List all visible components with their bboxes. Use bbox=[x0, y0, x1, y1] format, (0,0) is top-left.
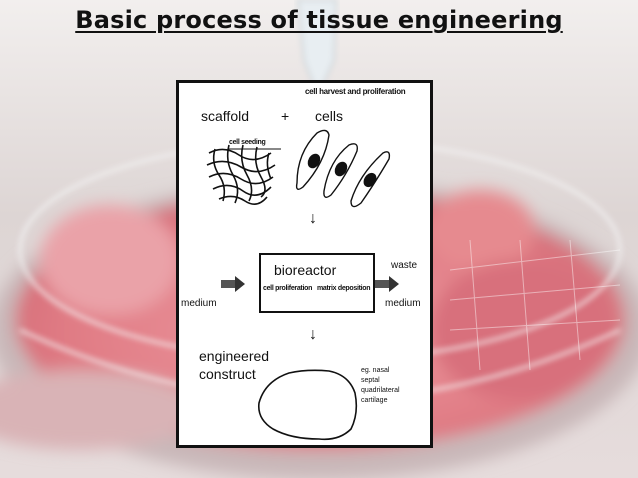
note-line-3: quadrilateral bbox=[361, 387, 400, 394]
down-arrow-1: ↓ bbox=[309, 210, 317, 227]
down-arrow-2: ↓ bbox=[309, 326, 317, 343]
medium-in-label: medium bbox=[181, 298, 217, 309]
plus-sign: + bbox=[281, 108, 290, 124]
note-line-4: cartilage bbox=[361, 397, 388, 404]
bioreactor-label: bioreactor bbox=[274, 262, 337, 278]
medium-in-arrow-icon bbox=[221, 276, 245, 292]
waste-out-arrow-icon bbox=[375, 276, 399, 292]
tissue-engineering-diagram: cell harvest and proliferation scaffold … bbox=[176, 80, 433, 448]
cell-harvest-label: cell harvest and proliferation bbox=[305, 87, 406, 96]
construct-label: construct bbox=[199, 366, 256, 382]
cell-proliferation-label: cell proliferation bbox=[263, 285, 313, 292]
bioreactor-box: bioreactor cell proliferation matrix dep… bbox=[259, 253, 375, 313]
engineered-label: engineered bbox=[199, 348, 270, 364]
note-line-1: eg. nasal bbox=[361, 367, 390, 374]
engineered-construct-shape bbox=[257, 369, 358, 441]
medium-out-label: medium bbox=[385, 298, 421, 309]
slide-title: Basic process of tissue engineering bbox=[75, 6, 563, 34]
scaffold-mesh-icon bbox=[206, 144, 276, 205]
cells-icon bbox=[295, 129, 391, 208]
waste-label: waste bbox=[391, 260, 418, 271]
note-line-2: septal bbox=[361, 377, 380, 384]
cells-label: cells bbox=[315, 108, 344, 124]
matrix-deposition-label: matrix deposition bbox=[317, 285, 371, 292]
scaffold-label: scaffold bbox=[201, 108, 249, 124]
cell-seeding-label: cell seeding bbox=[229, 139, 266, 146]
